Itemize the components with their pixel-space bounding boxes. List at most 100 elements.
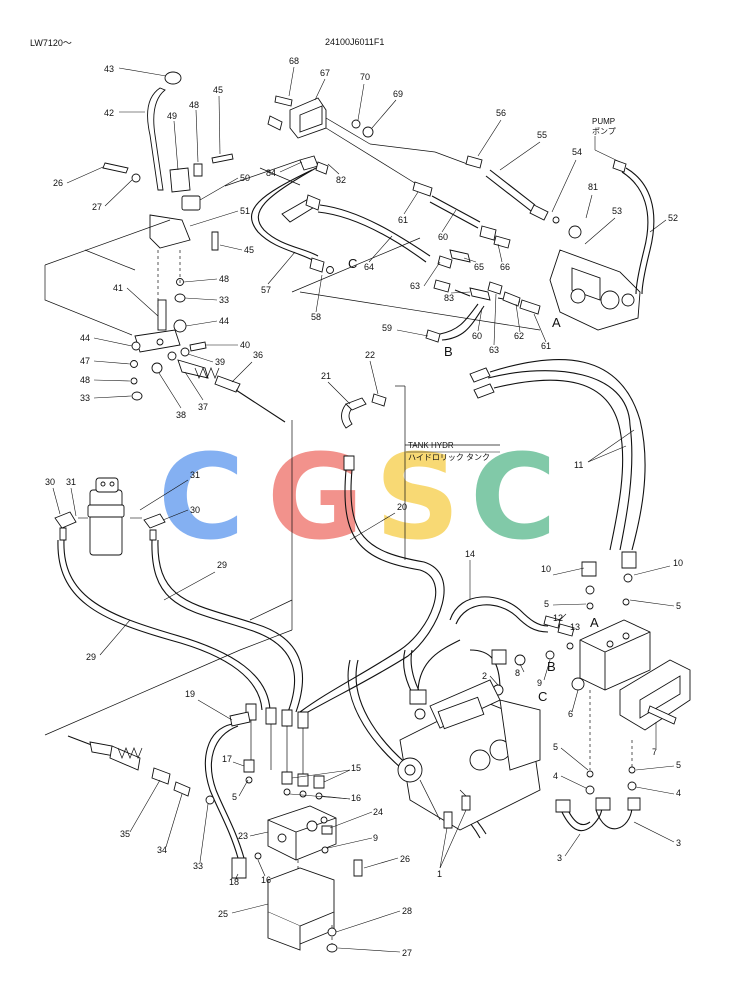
callout-50: 50 <box>240 173 250 183</box>
callout-37: 37 <box>198 402 208 412</box>
pump-note-jp: ポンプ <box>592 127 616 136</box>
callout-64: 64 <box>364 262 374 272</box>
callout-45: 45 <box>213 85 223 95</box>
model-range: LW7120～ <box>30 38 72 48</box>
watermark-letter-s: S <box>375 428 460 566</box>
callout-38: 38 <box>176 410 186 420</box>
watermark-letter-c1: C <box>158 428 245 566</box>
callout-14: 14 <box>465 549 475 559</box>
callout-18: 18 <box>229 877 239 887</box>
callout-3b: 3 <box>676 838 681 848</box>
callout-53: 53 <box>612 206 622 216</box>
filter-assembly <box>54 477 166 556</box>
callout-16: 16 <box>351 793 361 803</box>
port-b-upper: B <box>444 344 453 359</box>
callout-29: 29 <box>217 560 227 570</box>
callout-31b: 31 <box>190 470 200 480</box>
callout-10: 10 <box>541 564 551 574</box>
callout-27: 27 <box>92 202 102 212</box>
pump-note: PUMP <box>592 117 615 126</box>
callout-13: 13 <box>570 622 580 632</box>
callout-8: 8 <box>515 668 520 678</box>
tank-note: TANK HYDR <box>408 441 454 450</box>
callout-5: 5 <box>544 599 549 609</box>
cgsc-watermark: C G S C <box>158 428 557 566</box>
callout-81: 81 <box>588 182 598 192</box>
callout-5b: 5 <box>676 601 681 611</box>
callout-7: 7 <box>652 747 657 757</box>
callout-43: 43 <box>104 64 114 74</box>
callout-23: 23 <box>238 831 248 841</box>
callout-66: 66 <box>500 262 510 272</box>
port-a-upper: A <box>552 315 561 330</box>
callout-48: 48 <box>189 100 199 110</box>
callout-5e: 5 <box>232 792 237 802</box>
callout-63: 63 <box>410 281 420 291</box>
callout-41: 41 <box>113 283 123 293</box>
callout-84: 84 <box>266 168 276 178</box>
callout-68: 68 <box>289 56 299 66</box>
callout-6: 6 <box>568 709 573 719</box>
callout-48b: 48 <box>219 274 229 284</box>
callout-30b: 30 <box>190 505 200 515</box>
callout-59: 59 <box>382 323 392 333</box>
callout-21: 21 <box>321 371 331 381</box>
callout-33c: 33 <box>193 861 203 871</box>
callout-1: 1 <box>437 869 442 879</box>
callout-29b: 29 <box>86 652 96 662</box>
hoses-11 <box>469 359 646 610</box>
callout-24: 24 <box>373 807 383 817</box>
callout-11: 11 <box>574 460 583 470</box>
main-pump <box>397 679 541 869</box>
callout-16b: 16 <box>261 875 271 885</box>
callout-48c: 48 <box>80 375 90 385</box>
callout-65: 65 <box>474 262 484 272</box>
callout-26: 26 <box>53 178 63 188</box>
callout-40: 40 <box>240 340 250 350</box>
callout-27b: 27 <box>402 948 412 958</box>
callout-35: 35 <box>120 829 130 839</box>
lever-assembly <box>44 71 286 423</box>
callout-10b: 10 <box>673 558 683 568</box>
watermark-letter-c2: C <box>470 428 557 566</box>
callout-20: 20 <box>397 502 407 512</box>
leader-lines <box>52 66 675 953</box>
callout-19: 19 <box>185 689 195 699</box>
callout-4: 4 <box>553 771 558 781</box>
callout-5d: 5 <box>676 760 681 770</box>
callout-44b: 44 <box>219 316 229 326</box>
control-valve-assembly <box>224 95 655 343</box>
callout-33b: 33 <box>80 393 90 403</box>
callout-9: 9 <box>537 678 542 688</box>
callout-9b: 9 <box>373 833 378 843</box>
callout-60: 60 <box>438 232 448 242</box>
tank-connection <box>341 385 500 560</box>
callout-57: 57 <box>261 285 271 295</box>
port-c-upper: C <box>348 256 357 271</box>
callout-67: 67 <box>320 68 330 78</box>
callout-82: 82 <box>336 175 346 185</box>
callout-52: 52 <box>668 213 678 223</box>
callout-62: 62 <box>514 331 524 341</box>
callout-34: 34 <box>157 845 167 855</box>
callout-12: 12 <box>553 613 563 623</box>
callout-49: 49 <box>167 111 177 121</box>
lower-left-assembly <box>44 420 363 953</box>
callout-28: 28 <box>402 906 412 916</box>
callout-70: 70 <box>360 72 370 82</box>
callout-63b: 63 <box>489 345 499 355</box>
callout-39: 39 <box>215 357 225 367</box>
callout-labels: 43 42 49 48 45 26 27 50 84 51 45 48 33 4… <box>45 56 683 958</box>
callout-60b: 60 <box>472 331 482 341</box>
callout-58: 58 <box>311 312 321 322</box>
port-labels: C A B A B C <box>348 256 599 704</box>
callout-47: 47 <box>80 356 90 366</box>
callout-17: 17 <box>222 754 232 764</box>
callout-26b: 26 <box>400 854 410 864</box>
valve-block-assembly <box>514 615 691 832</box>
callout-22: 22 <box>365 350 375 360</box>
callout-30: 30 <box>45 477 55 487</box>
tank-note-jp: ハイドロリック タンク <box>408 453 490 462</box>
port-a-lower: A <box>590 615 599 630</box>
